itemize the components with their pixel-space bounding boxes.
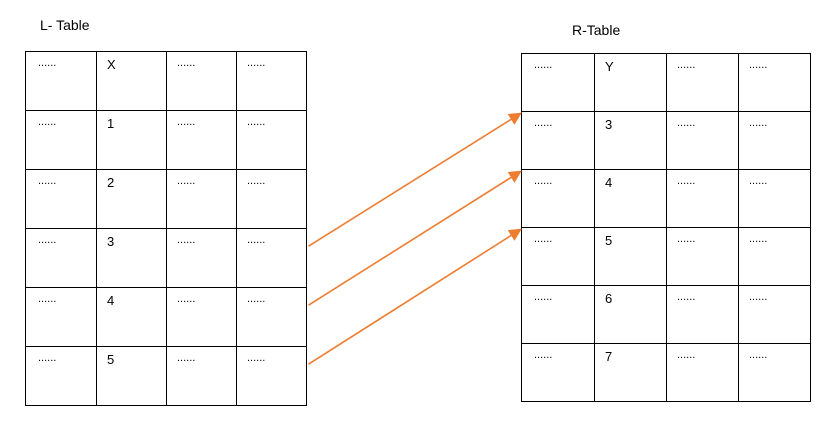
right-table-cell: 3	[594, 111, 667, 170]
left-table-placeholder: ......	[38, 116, 57, 128]
left-table-placeholder: ......	[247, 175, 266, 187]
left-table-placeholder: ......	[38, 352, 57, 364]
arrow-3	[308, 112, 522, 247]
right-table-placeholder: ......	[677, 59, 696, 71]
right-table-placeholder: ......	[749, 59, 768, 71]
right-table-placeholder: ......	[677, 233, 696, 245]
right-table-placeholder: ......	[677, 117, 696, 129]
left-table-row: ...... 1............	[25, 110, 307, 170]
left-table-placeholder: ......	[247, 293, 266, 305]
left-table-cell: ......	[236, 169, 307, 229]
left-table-key-value: 2	[107, 175, 115, 190]
left-table-placeholder: ......	[247, 234, 266, 246]
right-table-placeholder: ......	[534, 59, 553, 71]
left-table-cell: ......	[25, 228, 97, 288]
left-table-cell: ......	[166, 110, 237, 170]
right-table-placeholder: ......	[749, 175, 768, 187]
right-table-cell: ......	[738, 169, 811, 228]
right-table-cell: ......	[521, 227, 595, 286]
left-table-cell: ......	[236, 287, 307, 347]
right-table-cell: ......	[738, 343, 811, 402]
left-table-placeholder: ......	[247, 352, 266, 364]
right-table-placeholder: ......	[534, 233, 553, 245]
left-table-cell: ......	[25, 51, 97, 111]
left-table-cell: ......	[25, 346, 97, 406]
right-table-cell: ......	[666, 227, 739, 286]
left-table-placeholder: ......	[247, 57, 266, 69]
right-table-cell: ......	[738, 285, 811, 344]
right-table-key-value: 7	[605, 349, 613, 364]
right-table-key-value: 5	[605, 233, 613, 248]
right-table-placeholder: ......	[534, 349, 553, 361]
right-table-placeholder: ......	[749, 349, 768, 361]
right-table-key-value: 4	[605, 175, 613, 190]
left-table-key-value: 3	[107, 234, 115, 249]
right-table-row: ...... 6............	[521, 285, 811, 344]
left-table-title: L- Table	[40, 17, 90, 33]
right-table-cell: ......	[738, 111, 811, 170]
right-table-key-value: 3	[605, 117, 613, 132]
left-table: ...... X.................. 1..............…	[25, 51, 307, 406]
left-table-row: ...... 3............	[25, 228, 307, 288]
right-table-placeholder: ......	[534, 117, 553, 129]
right-table-cell: 6	[594, 285, 667, 344]
left-table-row: ...... 5............	[25, 346, 307, 406]
left-table-row: ...... X............	[25, 51, 307, 111]
right-table-cell: ......	[666, 111, 739, 170]
right-table-key-value: Y	[605, 59, 614, 74]
left-table-placeholder: ......	[38, 175, 57, 187]
right-table-placeholder: ......	[677, 349, 696, 361]
left-table-key-value: X	[107, 57, 116, 72]
right-table-row: ...... Y............	[521, 53, 811, 112]
left-table-cell: ......	[236, 346, 307, 406]
arrow-5	[308, 228, 522, 365]
left-table-placeholder: ......	[38, 234, 57, 246]
right-table-placeholder: ......	[749, 117, 768, 129]
left-table-placeholder: ......	[177, 57, 196, 69]
right-table-placeholder: ......	[749, 291, 768, 303]
left-table-cell: ......	[166, 346, 237, 406]
right-table-cell: ......	[521, 285, 595, 344]
left-table-placeholder: ......	[177, 175, 196, 187]
right-table-row: ...... 3............	[521, 111, 811, 170]
right-table-cell: ......	[666, 285, 739, 344]
right-table-row: ...... 4............	[521, 169, 811, 228]
left-table-cell: ......	[166, 228, 237, 288]
left-table-placeholder: ......	[177, 116, 196, 128]
right-table-cell: ......	[666, 53, 739, 112]
right-table-placeholder: ......	[749, 233, 768, 245]
arrow-4	[308, 170, 522, 306]
right-table-placeholder: ......	[677, 175, 696, 187]
right-table-placeholder: ......	[534, 175, 553, 187]
right-table-placeholder: ......	[534, 291, 553, 303]
right-table-cell: 7	[594, 343, 667, 402]
left-table-key-value: 5	[107, 352, 115, 367]
left-table-cell: ......	[25, 110, 97, 170]
right-table-row: ...... 5............	[521, 227, 811, 286]
left-table-key-value: 4	[107, 293, 115, 308]
left-table-key-value: 1	[107, 116, 115, 131]
right-table-placeholder: ......	[677, 291, 696, 303]
left-table-placeholder: ......	[247, 116, 266, 128]
left-table-cell: 2	[96, 169, 167, 229]
right-table-title: R-Table	[572, 22, 621, 38]
left-table-placeholder: ......	[177, 293, 196, 305]
right-table-cell: ......	[738, 53, 811, 112]
left-table-cell: ......	[236, 51, 307, 111]
left-table-cell: ......	[166, 287, 237, 347]
right-table-cell: ......	[521, 111, 595, 170]
right-table: ...... Y.................. 3..............…	[521, 53, 811, 402]
left-table-placeholder: ......	[177, 352, 196, 364]
right-table-key-value: 6	[605, 291, 613, 306]
left-table-placeholder: ......	[38, 57, 57, 69]
left-table-placeholder: ......	[38, 293, 57, 305]
left-table-cell: 3	[96, 228, 167, 288]
right-table-cell: ......	[521, 53, 595, 112]
right-table-row: ...... 7............	[521, 343, 811, 402]
left-table-placeholder: ......	[177, 234, 196, 246]
right-table-cell: ......	[738, 227, 811, 286]
left-table-cell: ......	[236, 110, 307, 170]
right-table-cell: ......	[666, 343, 739, 402]
